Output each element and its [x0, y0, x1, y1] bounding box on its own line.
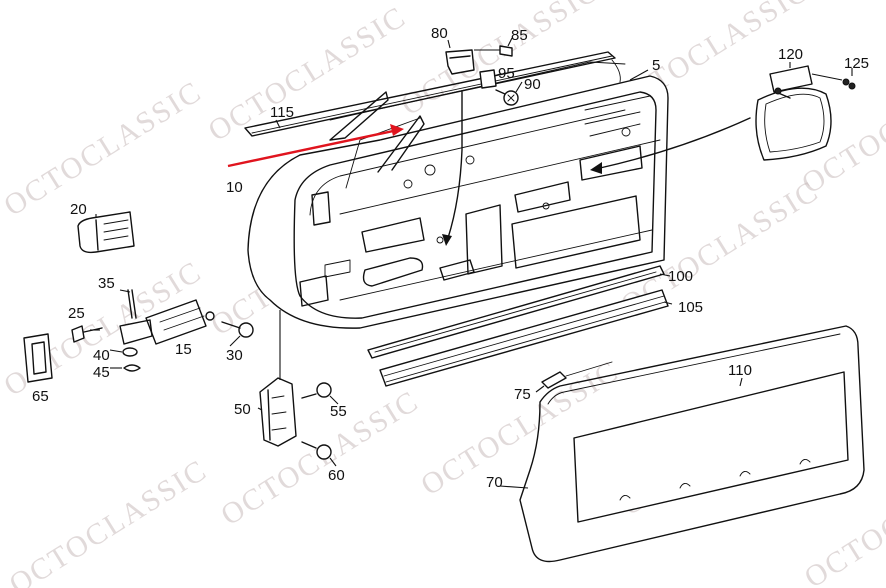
callout-110: 110	[728, 362, 752, 379]
callout-90: 90	[524, 76, 541, 93]
mount-arrow-center	[442, 91, 463, 246]
callout-5: 5	[652, 57, 660, 74]
part-10-door-shell	[247, 75, 669, 329]
callout-85: 85	[511, 27, 528, 44]
callout-120: 120	[778, 46, 803, 63]
part-75-clip	[541, 361, 613, 389]
callout-75: 75	[514, 386, 531, 403]
callout-55: 55	[330, 403, 347, 420]
callout-80: 80	[431, 25, 448, 42]
part-110-inner-panel	[573, 371, 849, 523]
callout-100: 100	[668, 268, 693, 285]
watermark-text: OCTOCLASSIC	[203, 0, 413, 148]
callout-labels: 5 10 15 20 25 30 35 40 45 50 55 60 65 70…	[32, 25, 869, 491]
part-125-screw	[811, 73, 856, 90]
leader-lines	[90, 37, 853, 489]
callout-60: 60	[328, 467, 345, 484]
callout-50: 50	[234, 401, 251, 418]
part-15-door-check	[119, 299, 215, 345]
part-100-sill-strip	[367, 265, 665, 359]
callout-30: 30	[226, 347, 243, 364]
part-30-bolt	[221, 321, 254, 338]
part-35-rod	[127, 289, 137, 319]
part-55-screw	[301, 382, 332, 399]
callout-65: 65	[32, 388, 49, 405]
callout-105: 105	[678, 299, 703, 316]
part-20-handle	[77, 211, 135, 254]
part-65-bumper	[23, 333, 53, 383]
part-80-bracket	[445, 49, 475, 75]
callout-10: 10	[226, 179, 243, 196]
callout-95: 95	[498, 65, 515, 82]
highlight-arrow	[227, 124, 404, 168]
red-arrow-head	[390, 124, 404, 136]
watermark-text: OCTOCLASSIC	[4, 453, 214, 588]
callout-35: 35	[98, 275, 115, 292]
mount-arrow-mirror	[590, 117, 751, 174]
part-105-sill-strip	[379, 289, 669, 387]
part-40-washer	[122, 347, 138, 357]
part-60-screw	[301, 441, 332, 460]
red-arrow-line	[227, 128, 399, 168]
part-50-hinge	[259, 310, 297, 447]
callout-45: 45	[93, 364, 110, 381]
callout-70: 70	[486, 474, 503, 491]
part-70-seal	[519, 325, 865, 563]
callout-20: 20	[70, 201, 87, 218]
part-120-mirror	[755, 65, 832, 161]
callout-115: 115	[270, 104, 294, 121]
callout-40: 40	[93, 347, 110, 364]
part-90-screw	[495, 89, 519, 106]
callout-125: 125	[844, 55, 869, 72]
watermark-text: OCTOCLASSIC	[0, 75, 208, 223]
part-95-clip	[479, 69, 497, 89]
part-5-upper-strip	[329, 59, 626, 121]
part-45-clip	[123, 364, 141, 372]
callout-15: 15	[175, 341, 192, 358]
part-85-pin	[474, 45, 513, 57]
callout-25: 25	[68, 305, 85, 322]
